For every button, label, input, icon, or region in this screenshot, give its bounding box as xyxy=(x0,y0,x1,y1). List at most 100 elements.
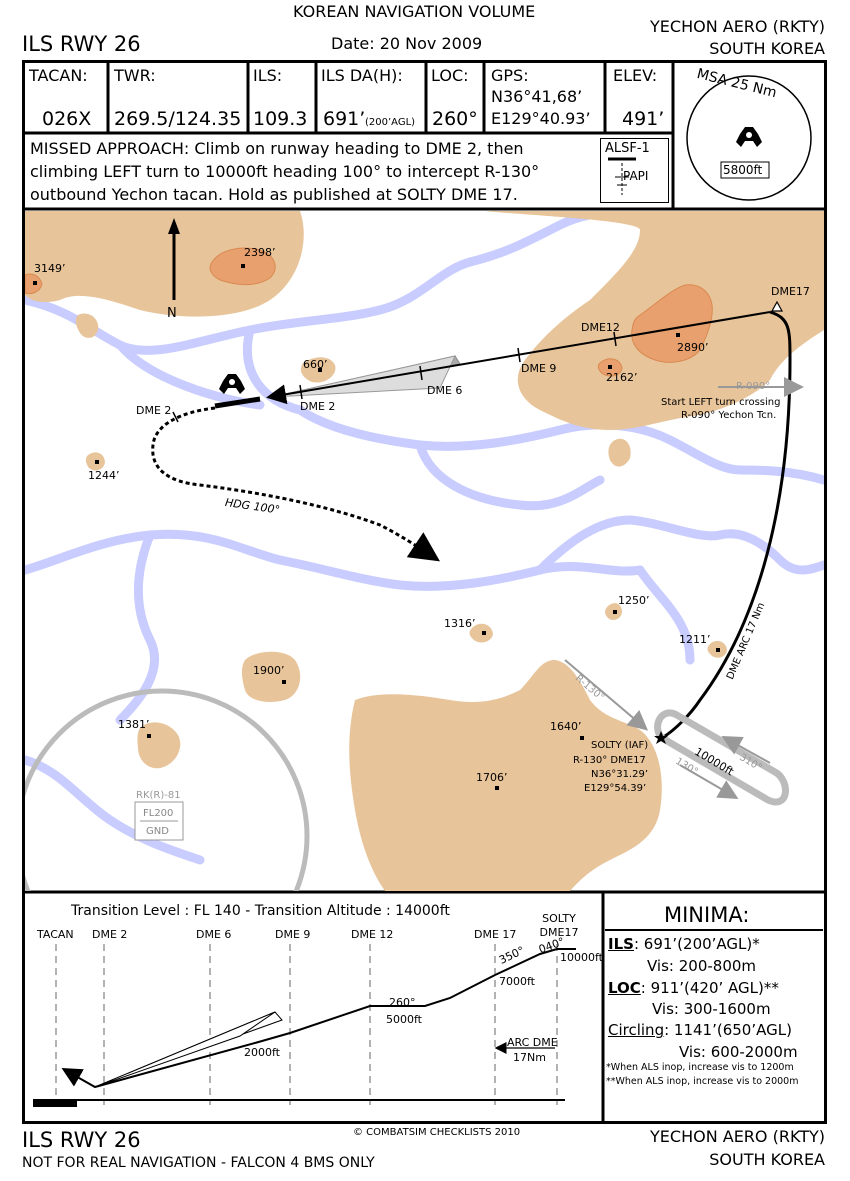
missed-approach-line2: climbing LEFT turn to 10000ft heading 10… xyxy=(30,162,540,181)
elev-1900: 1900’ xyxy=(253,664,285,677)
missed-approach-line1: MISSED APPROACH: Climb on runway heading… xyxy=(30,139,524,158)
dme12-label: DME12 xyxy=(581,321,620,334)
profile-dme17: DME 17 xyxy=(474,928,517,941)
minima-circling-vis: Vis: 600-2000m xyxy=(679,1043,798,1061)
minima-ils-label: ILS xyxy=(608,935,634,953)
profile-view xyxy=(33,944,576,1107)
elev-1706: 1706’ xyxy=(476,771,508,784)
dme2-label: DME 2 xyxy=(300,400,336,413)
tacan-value: 026X xyxy=(42,108,92,130)
volume-title: KOREAN NAVIGATION VOLUME xyxy=(293,2,536,21)
dme2-missed-label: DME 2 xyxy=(136,404,172,417)
minima-circling: Circling: 1141’(650’AGL) xyxy=(608,1021,792,1039)
dme17-label: DME17 xyxy=(771,285,810,298)
restricted-name: RK(R)-81 xyxy=(136,790,181,801)
loc-label: LOC: xyxy=(431,66,469,85)
profile-arc-nm: 17Nm xyxy=(513,1051,546,1064)
elev-660: 660’ xyxy=(303,358,328,371)
minima-loc: LOC: 911’(420’ AGL)** xyxy=(608,979,779,997)
elev-1244: 1244’ xyxy=(88,469,120,482)
loc-value: 260° xyxy=(432,108,478,130)
profile-tacan: TACAN xyxy=(37,928,74,941)
profile-solty: SOLTY DME17 xyxy=(539,912,579,939)
gps-label: GPS: xyxy=(491,66,529,85)
minima-loc-vis: Vis: 300-1600m xyxy=(652,1000,771,1018)
minima-ils-value: : 691’(200’AGL)* xyxy=(633,935,760,953)
elevation-label: ELEV: xyxy=(613,66,658,85)
turn-note-1: Start LEFT turn crossing xyxy=(661,397,781,408)
profile-alt-2000: 2000ft xyxy=(244,1046,280,1059)
north-label: N xyxy=(167,306,177,321)
r090-label: R-090° xyxy=(736,381,771,392)
dme9-label: DME 9 xyxy=(521,362,557,375)
elev-3149: 3149’ xyxy=(34,262,66,275)
minima-loc-label: LOC xyxy=(608,979,641,997)
profile-arc-dme: ARC DME xyxy=(507,1036,558,1049)
airport-name: YECHON AERO (RKTY) xyxy=(650,17,825,36)
solty-name: SOLTY (IAF) xyxy=(591,740,649,751)
footer-copyright: © COMBATSIM CHECKLISTS 2010 xyxy=(353,1127,521,1138)
solty-lat: N36°31.29’ xyxy=(591,769,649,780)
msa-diagram xyxy=(686,75,812,201)
minima-note-1: *When ALS inop, increase vis to 1200m xyxy=(606,1062,794,1073)
minima-ils-vis: Vis: 200-800m xyxy=(647,957,757,975)
minima-circling-value: : 1141’(650’AGL) xyxy=(664,1021,792,1039)
tacan-label: TACAN: xyxy=(29,66,88,85)
gps-longitude: E129°40.93’ xyxy=(491,109,591,128)
restricted-top: FL200 xyxy=(143,808,174,819)
plan-view-map xyxy=(25,211,824,891)
restricted-area xyxy=(25,688,310,891)
airport-country: SOUTH KOREA xyxy=(709,39,825,58)
msa-altitude: 5800ft xyxy=(723,163,763,177)
elev-1250: 1250’ xyxy=(618,594,650,607)
footer-disclaimer: NOT FOR REAL NAVIGATION - FALCON 4 BMS O… xyxy=(22,1155,375,1171)
transition-info: Transition Level : FL 140 - Transition A… xyxy=(71,903,450,919)
minima-title: MINIMA: xyxy=(664,903,750,927)
ilsda-label: ILS DA(H): xyxy=(321,66,403,85)
profile-alt-5000: 5000ft xyxy=(386,1013,422,1026)
minima-note-2: **When ALS inop, increase vis to 2000m xyxy=(606,1076,799,1087)
dme6-label: DME 6 xyxy=(427,384,463,397)
elev-2890: 2890’ xyxy=(677,341,709,354)
elev-1211: 1211’ xyxy=(679,633,711,646)
ils-label: ILS: xyxy=(253,66,283,85)
elev-2162: 2162’ xyxy=(606,371,638,384)
footer-airport: YECHON AERO (RKTY) xyxy=(650,1127,825,1146)
profile-dme9: DME 9 xyxy=(275,928,311,941)
profile-alt-10000: 10000ft xyxy=(560,951,603,964)
minima-ils: ILS: 691’(200’AGL)* xyxy=(608,935,760,953)
tacan-symbol-icon xyxy=(736,127,762,147)
solty-lon: E129°54.39’ xyxy=(584,783,647,794)
ilsda-value: 691’ xyxy=(323,108,366,130)
footer-procedure: ILS RWY 26 xyxy=(22,1128,141,1152)
chart-date: Date: 20 Nov 2009 xyxy=(331,34,483,53)
elev-1316: 1316’ xyxy=(444,617,476,630)
papi-label: PAPI xyxy=(623,169,649,183)
elev-2398: 2398’ xyxy=(244,246,276,259)
minima-divider xyxy=(605,929,823,931)
footer-country: SOUTH KOREA xyxy=(709,1150,825,1169)
restricted-bottom: GND xyxy=(146,826,169,837)
profile-alt-7000: 7000ft xyxy=(499,975,535,988)
elev-1640: 1640’ xyxy=(550,720,582,733)
minima-loc-value: : 911’(420’ AGL)** xyxy=(640,979,779,997)
ilsda-agl: (200’AGL) xyxy=(365,117,416,128)
solty-radial: R-130° DME17 xyxy=(573,755,646,766)
turn-note-2: R-090° Yechon Tcn. xyxy=(681,410,777,421)
lighting-type: ALSF-1 xyxy=(605,141,650,156)
profile-hdg-260: 260° xyxy=(389,996,416,1009)
elev-1381: 1381’ xyxy=(118,718,150,731)
gps-latitude: N36°41,68’ xyxy=(491,87,583,106)
ils-frequency: 109.3 xyxy=(253,108,308,130)
twr-value: 269.5/124.35 xyxy=(114,108,242,130)
twr-label: TWR: xyxy=(114,66,156,85)
tacan-icon xyxy=(219,374,245,394)
profile-dme6: DME 6 xyxy=(196,928,232,941)
missed-approach-line3: outbound Yechon tacan. Hold as published… xyxy=(30,185,518,204)
approach-lights-icon xyxy=(608,157,636,195)
minima-circling-label: Circling xyxy=(608,1021,665,1039)
profile-dme12: DME 12 xyxy=(351,928,394,941)
elevation-value: 491’ xyxy=(622,108,665,130)
high-terrain xyxy=(25,247,713,377)
